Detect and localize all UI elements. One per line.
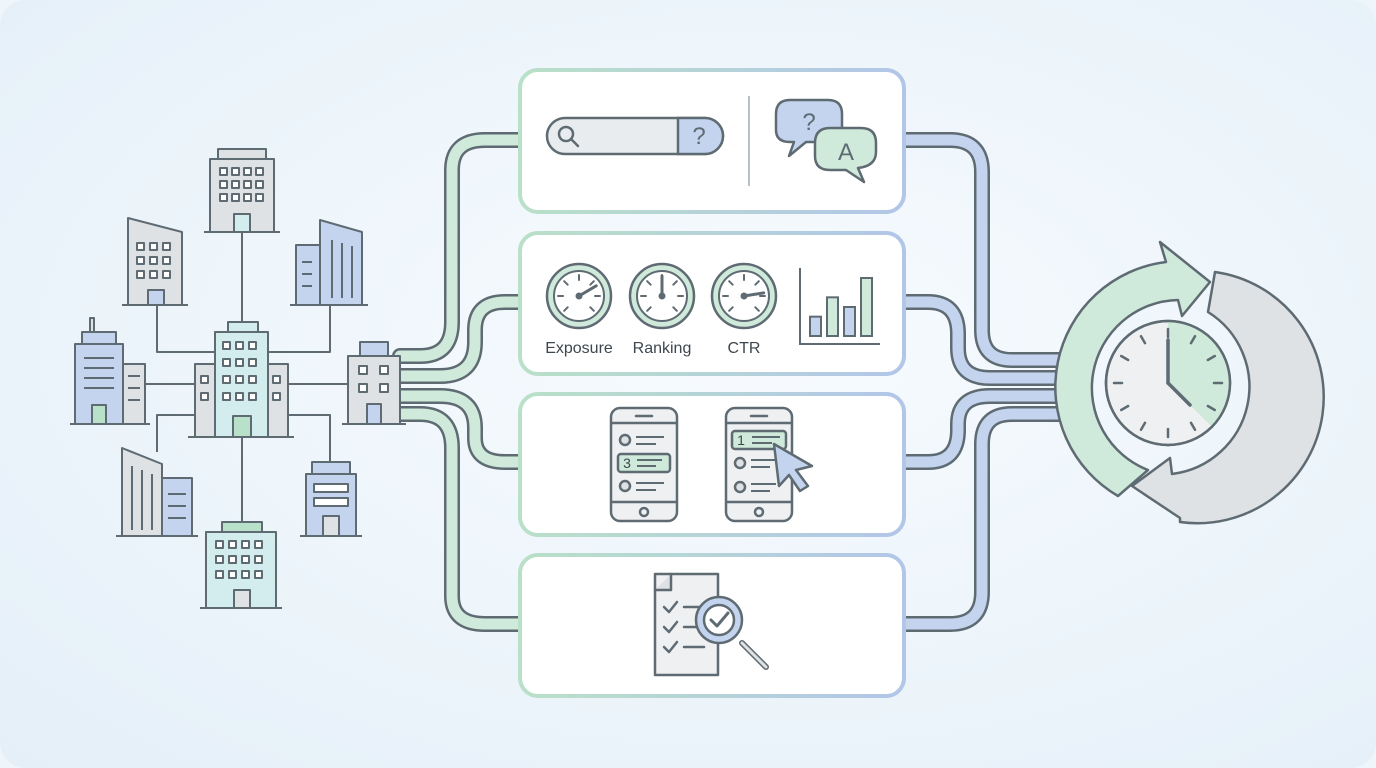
cursor-pointer-icon bbox=[772, 442, 814, 493]
clock-ticks bbox=[1112, 327, 1224, 439]
gauge-tick bbox=[754, 280, 760, 286]
mini-bar-chart bbox=[799, 268, 880, 345]
search-bar[interactable]: ? bbox=[545, 116, 725, 156]
clock-tick bbox=[1119, 354, 1130, 362]
clock-tick bbox=[1206, 404, 1217, 412]
clock-tick bbox=[1206, 354, 1217, 362]
gauge-tick bbox=[589, 306, 595, 312]
clock-refresh-cycle-icon bbox=[1054, 240, 1325, 525]
bar-3 bbox=[843, 306, 856, 337]
gauge-tick bbox=[563, 280, 569, 286]
pipe-to-ranking-panel bbox=[392, 388, 528, 470]
pipe-to-audit-panel bbox=[392, 406, 528, 632]
qa-bubbles-icon: ? A bbox=[774, 98, 878, 184]
building-bottom bbox=[200, 521, 282, 609]
gauge-tick bbox=[646, 280, 652, 286]
gauge-exposure bbox=[545, 262, 613, 330]
phone-left: 3 bbox=[609, 406, 679, 523]
gauge-ranking bbox=[628, 262, 696, 330]
bar-2 bbox=[826, 296, 839, 338]
building-left bbox=[70, 317, 150, 425]
building-center bbox=[188, 321, 294, 438]
clock-tick bbox=[1189, 334, 1197, 345]
gauge-tick bbox=[728, 306, 734, 312]
gauge-tick bbox=[563, 306, 569, 312]
gauge-tick bbox=[672, 306, 678, 312]
building-top bbox=[204, 148, 280, 233]
gauge-tick bbox=[589, 280, 595, 286]
pipe-from-search-panel bbox=[896, 132, 1068, 368]
gauge-label-ctr: CTR bbox=[728, 340, 761, 357]
question-bubble-text: ? bbox=[802, 109, 815, 136]
building-upper-right bbox=[290, 219, 368, 306]
phone-right-rank-badge: 1 bbox=[737, 432, 745, 448]
clock-tick bbox=[1139, 334, 1147, 345]
gauge-hub bbox=[575, 292, 583, 300]
pipe-from-ranking-panel bbox=[896, 388, 1068, 470]
magnifier-icon bbox=[557, 125, 580, 148]
building-lower-left bbox=[116, 447, 198, 537]
gauge-tick bbox=[646, 306, 652, 312]
search-panel: ? ? A bbox=[518, 68, 906, 214]
answer-bubble-text: A bbox=[838, 139, 854, 166]
clock-tick bbox=[1189, 421, 1197, 432]
building-upper-left bbox=[122, 217, 188, 306]
cycle-arrow-green bbox=[1054, 240, 1212, 498]
document-checklist-magnifier-icon bbox=[653, 572, 769, 677]
network-connectors bbox=[146, 232, 348, 522]
phone-right: 1 bbox=[724, 406, 794, 523]
left-pipes bbox=[392, 132, 528, 632]
building-lower-right bbox=[300, 461, 362, 537]
gauge-tick bbox=[754, 306, 760, 312]
building-hub bbox=[342, 341, 406, 425]
right-pipes bbox=[896, 132, 1068, 632]
gauge-labels: Exposure Ranking CTR bbox=[545, 340, 760, 357]
phone-left-rank-badge: 3 bbox=[623, 455, 631, 471]
building-network bbox=[70, 148, 406, 609]
pipe-to-search-panel bbox=[392, 132, 528, 364]
pipe-from-audit-panel bbox=[896, 406, 1068, 632]
bar-4 bbox=[860, 277, 873, 337]
search-question-mark: ? bbox=[692, 123, 705, 150]
gauge-ctr bbox=[710, 262, 778, 330]
gauge-label-ranking: Ranking bbox=[633, 340, 692, 357]
gauges-group bbox=[545, 262, 778, 330]
cycle-arrow-grey bbox=[1130, 270, 1325, 525]
pipe-from-metrics-panel bbox=[896, 294, 1068, 386]
gauge-tick bbox=[728, 280, 734, 286]
pipe-to-metrics-panel bbox=[392, 294, 528, 384]
clock-tick bbox=[1119, 404, 1130, 412]
audit-panel bbox=[518, 553, 906, 698]
gauge-tick bbox=[672, 280, 678, 286]
gauge-hub bbox=[658, 292, 666, 300]
ranking-panel: 3 1 bbox=[518, 392, 906, 537]
gauge-hub bbox=[740, 292, 748, 300]
gauge-label-exposure: Exposure bbox=[545, 340, 613, 357]
bar-1 bbox=[809, 315, 822, 337]
metrics-panel: Exposure Ranking CTR bbox=[518, 231, 906, 376]
clock-tick bbox=[1139, 421, 1147, 432]
